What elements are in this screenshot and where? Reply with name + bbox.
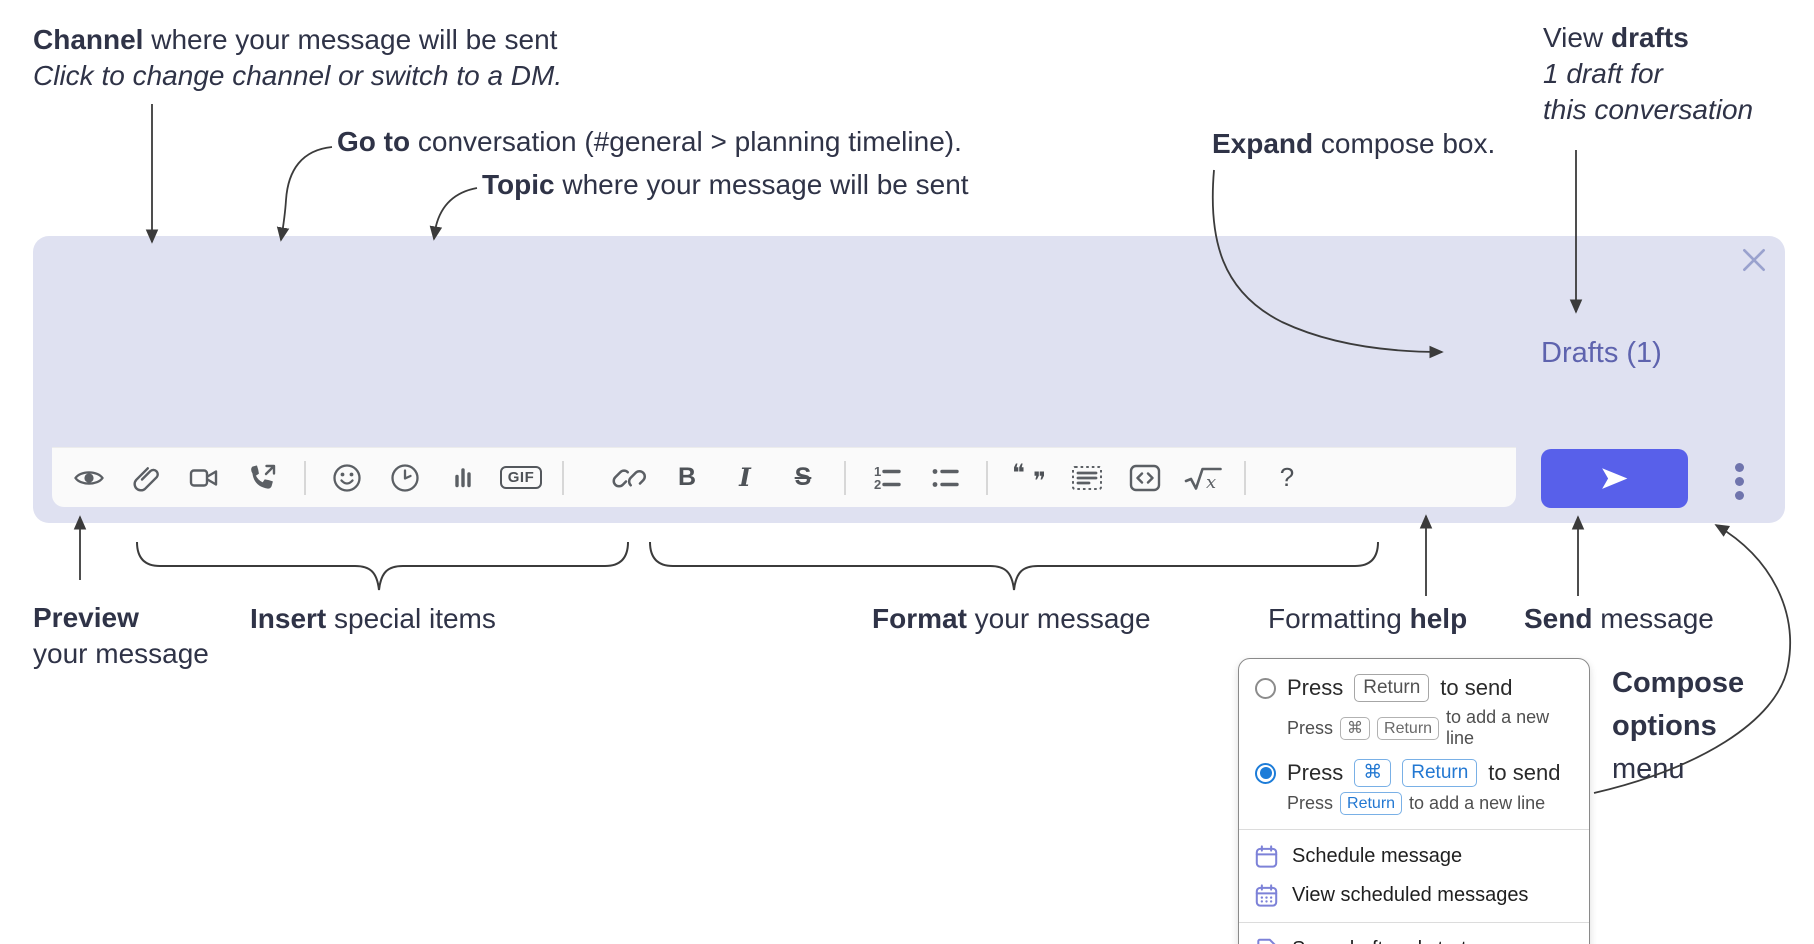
drafts-link[interactable]: Drafts (1) (1541, 337, 1662, 369)
annotation-view-drafts: View drafts 1 draft for this conversatio… (1543, 22, 1754, 125)
schedule-message-item[interactable]: Schedule message (1239, 837, 1589, 876)
formula-sqrt-icon[interactable]: x (1174, 455, 1232, 501)
svg-text:1: 1 (874, 464, 881, 479)
annotation-goto: Go to conversation (#general > planning … (337, 126, 962, 157)
view-scheduled-messages-item[interactable]: View scheduled messages (1239, 876, 1589, 915)
emoji-smiley-icon[interactable] (318, 455, 376, 501)
code-block-icon[interactable] (1116, 455, 1174, 501)
bar-chart-poll-icon[interactable] (434, 455, 492, 501)
preview-eye-icon[interactable] (60, 455, 118, 501)
calendar-grid-icon (1253, 882, 1280, 909)
menu-divider (1239, 922, 1589, 923)
video-camera-icon[interactable] (176, 455, 234, 501)
option-cmd-return-to-send[interactable]: Press ⌘ Return to send (1239, 756, 1589, 790)
svg-text:2: 2 (874, 477, 881, 492)
calendar-icon (1253, 843, 1280, 870)
send-button[interactable] (1541, 449, 1688, 508)
radio-unselected-icon[interactable] (1255, 677, 1276, 699)
annotation-expand: Expand compose box. (1212, 128, 1496, 159)
annotation-channel: Channel where your message will be sent … (33, 24, 563, 91)
close-icon[interactable] (1738, 244, 1770, 276)
connector-topic-arrow (429, 187, 478, 241)
brace-format (649, 541, 1379, 591)
svg-text:x: x (1206, 472, 1216, 493)
bold-icon[interactable]: B (658, 455, 716, 501)
compose-options-menu: Press Return to send Press ⌘ Return to a… (1238, 658, 1612, 944)
annotation-topic: Topic where your message will be sent (482, 169, 969, 200)
annotation-send: Send message (1524, 603, 1714, 634)
brace-insert (136, 541, 629, 591)
gif-icon[interactable]: GIF (492, 455, 550, 501)
draft-check-icon (1253, 936, 1280, 944)
connector-goto-arrow (276, 146, 333, 242)
strikethrough-icon[interactable]: S (774, 455, 832, 501)
option-cmd-return-subtext: Press Return to add a new line (1287, 792, 1546, 815)
clock-recent-icon[interactable] (376, 455, 434, 501)
formatting-help-icon[interactable]: ? (1258, 455, 1316, 501)
phone-call-icon[interactable] (234, 455, 292, 501)
menu-divider (1239, 829, 1589, 830)
italic-icon[interactable]: I (716, 455, 774, 501)
radio-selected-icon[interactable] (1255, 762, 1276, 784)
annotation-formatting-help: Formatting help (1268, 603, 1468, 634)
annotation-preview: Preview your message (33, 602, 209, 669)
attachment-paperclip-icon[interactable] (118, 455, 176, 501)
toolbar-divider (304, 460, 306, 495)
save-draft-item[interactable]: Save draft and start a new message (1239, 930, 1612, 944)
bulleted-list-icon[interactable] (916, 455, 974, 501)
link-chain-icon[interactable] (600, 455, 658, 501)
toolbar-divider (562, 460, 564, 495)
annotation-format: Format your message (872, 603, 1151, 634)
toolbar-divider (844, 460, 846, 495)
toolbar-divider (986, 460, 988, 495)
compose-options-kebab-icon[interactable] (1722, 459, 1756, 503)
option-return-subtext: Press ⌘ Return to add a new line (1287, 707, 1550, 748)
toolbar-divider (1244, 460, 1246, 495)
blockquote-icon[interactable]: ❝❞ (1000, 455, 1058, 501)
annotation-insert: Insert special items (250, 603, 496, 634)
send-plane-icon (1598, 463, 1631, 494)
text-snippet-icon[interactable] (1058, 455, 1116, 501)
annotation-compose-options: Compose options menu (1612, 667, 1745, 785)
option-return-to-send[interactable]: Press Return to send (1239, 671, 1589, 705)
